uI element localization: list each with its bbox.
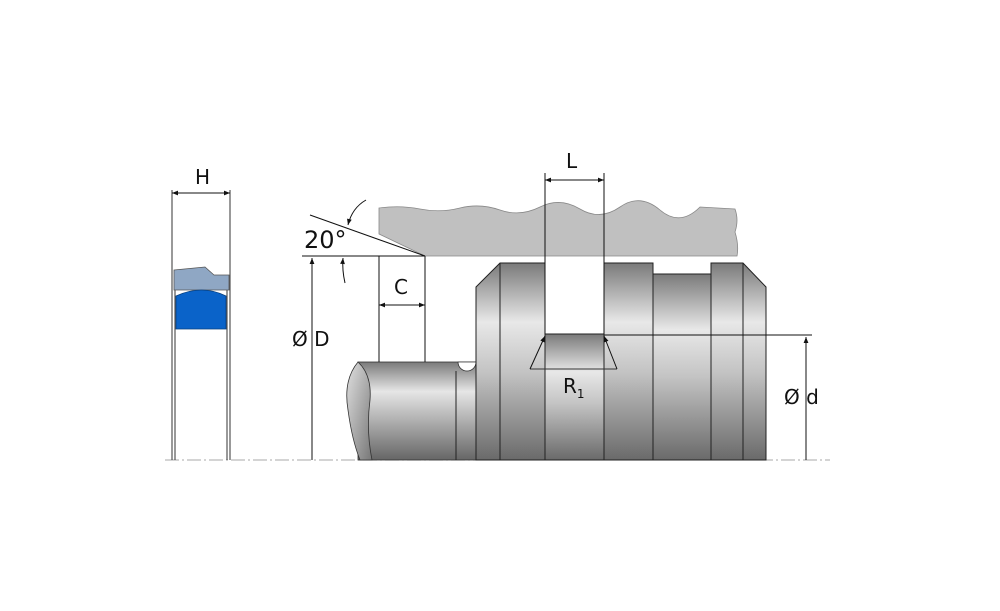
dimension-H-label: H: [195, 165, 210, 189]
dimension-D-label: Ø D: [292, 327, 330, 351]
radius-R1-label: R1: [563, 374, 585, 401]
rod: [357, 361, 477, 461]
angle-label: 20°: [304, 226, 347, 254]
dimension-L-label: L: [566, 149, 578, 173]
housing: [378, 200, 739, 257]
seal-back-ring: [173, 266, 230, 291]
seal-main-body: [175, 289, 227, 330]
seal-profile: [171, 190, 231, 460]
piston-body: [475, 262, 767, 461]
rod-end-face: [346, 361, 373, 461]
dimension-d-label: Ø d: [784, 385, 819, 409]
dimension-C-label: C: [394, 275, 408, 299]
